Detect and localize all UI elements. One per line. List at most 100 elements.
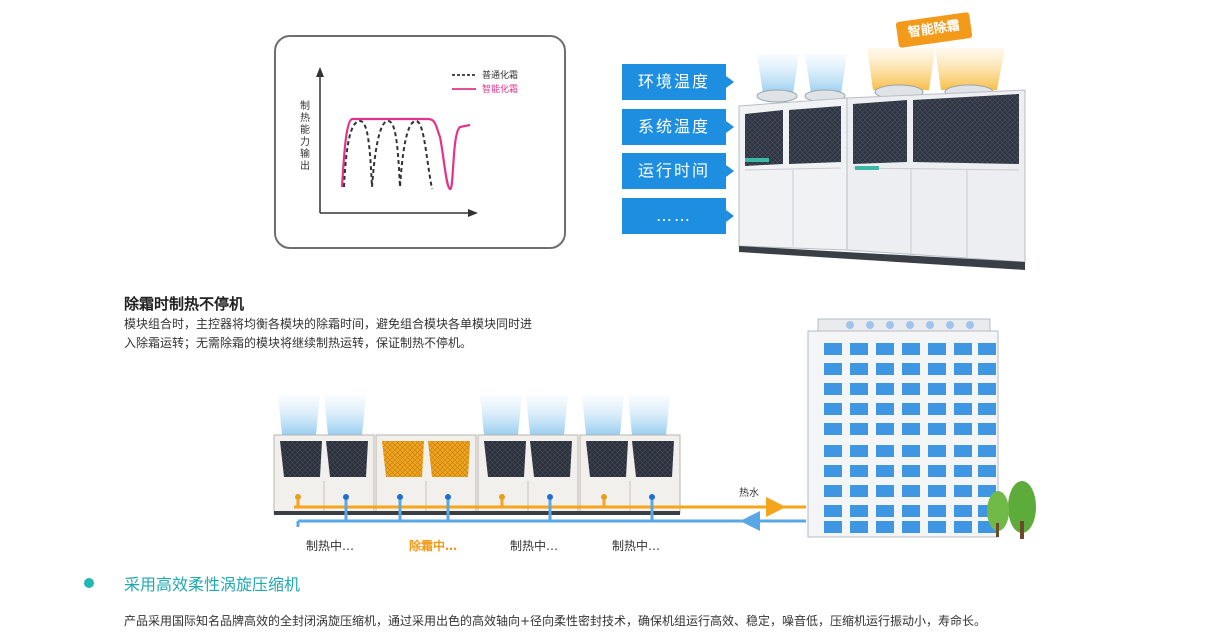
building-window [902,465,920,477]
building-window [954,403,972,415]
building-window [902,343,920,355]
tree-icon [987,481,1036,539]
return-water-pipe [296,500,806,527]
building-window [928,445,946,457]
status-heating-1: 制热中… [306,539,355,553]
building-window [954,445,972,457]
building-illustration [807,318,999,538]
building-window [850,363,868,375]
system-diagram [273,318,1036,539]
building-window [876,445,894,457]
building-window [876,521,894,533]
building-window [850,445,868,457]
section-title: 除霜时制热不停机 [124,295,245,313]
building-window [902,423,920,435]
building-window [876,505,894,517]
factor-more: …… [622,198,734,234]
building-window [824,521,842,533]
building-window [824,363,842,375]
x-axis-arrow-icon [468,209,478,217]
ylabel-char: 出 [300,161,310,172]
building-window [850,505,868,517]
airflow-blue [526,395,568,435]
building-window [876,363,894,375]
building-window [928,465,946,477]
building-window [876,423,894,435]
smart-defrost-curve [340,117,471,191]
airflow-blue [480,395,522,435]
building-window [824,423,842,435]
ylabel-char: 热 [300,113,310,124]
building-window [824,465,842,477]
section-description: 模块组合时，主控器将均衡各模块的除霜时间，避免组合模块各单模块同时进入除霜运转；… [124,317,533,350]
factor-run-time: 运行时间 [622,153,734,189]
building-window [954,383,972,395]
building-window [978,343,996,355]
normal-defrost-curve [343,119,433,190]
building-window [978,383,996,395]
airflow-orange [935,48,1005,90]
building-window [902,363,920,375]
building-window [928,343,946,355]
airflow-blue [278,395,320,435]
building-window [824,485,842,497]
building-window [850,343,868,355]
legend-normal-label: 普通化霜 [482,71,519,81]
building-window [978,465,996,477]
building-window [978,363,996,375]
building-window [850,403,868,415]
defrost-comparison-chart: 制 热 能 力 输 出 普通化霜 智能化霜 [274,35,566,249]
building-window [954,465,972,477]
module-heating-3 [579,434,681,514]
airflow-blue [324,395,366,435]
building-window [928,363,946,375]
building-window [978,423,996,435]
building-window [928,383,946,395]
building-window [928,521,946,533]
module-heating-1 [273,434,375,514]
building-window [954,343,972,355]
airflow-orange [867,48,935,90]
building-window [978,445,996,457]
building-window [928,403,946,415]
status-heating-3: 制热中… [612,539,661,553]
ylabel-char: 能 [300,125,310,136]
factor-system-temp: 系统温度 [622,109,734,145]
building-window [824,445,842,457]
building-window [876,343,894,355]
module-defrosting [375,434,477,514]
building-window [876,403,894,415]
compressor-description: 产品采用国际知名品牌高效的全封闭涡旋压缩机，通过采用出色的高效轴向+径向柔性密封… [124,614,987,628]
building-window [850,521,868,533]
ylabel-char: 力 [300,137,310,148]
airflow-blue [628,395,670,435]
chiller-unit-illustration [738,48,1026,270]
hot-water-label: 热水 [739,488,759,499]
building-window [902,485,920,497]
y-axis-arrow-icon [316,67,324,77]
building-window [876,465,894,477]
building-window [954,505,972,517]
building-window [902,445,920,457]
building-window [902,505,920,517]
airflow-blue [757,54,799,94]
building-window [850,423,868,435]
supply-arrow-icon [766,497,786,517]
building-window [876,485,894,497]
building-window [850,485,868,497]
building-window [824,383,842,395]
factor-ambient-temp: 环境温度 [622,64,734,100]
building-window [902,383,920,395]
building-window [928,423,946,435]
building-window [876,383,894,395]
ylabel-char: 制 [300,101,310,112]
status-defrosting: 除霜中… [409,539,458,553]
airflow-blue [805,54,847,94]
airflow-blue [582,395,624,435]
ylabel-char: 输 [300,149,310,160]
building-window [928,485,946,497]
building-window [824,403,842,415]
building-window [978,403,996,415]
building-window [824,343,842,355]
module-heating-2 [477,434,579,514]
